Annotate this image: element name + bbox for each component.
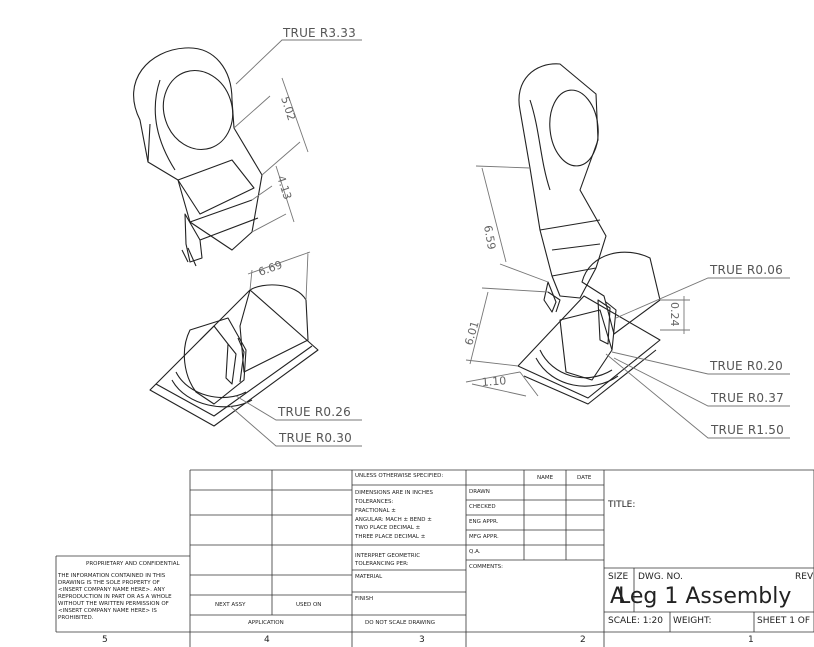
tb-drawn: DRAWN: [469, 489, 490, 495]
tb-dims-line6: THREE PLACE DECIMAL ±: [355, 534, 426, 540]
tb-size-value: A: [610, 584, 626, 609]
dim-1-10: 1.10: [481, 374, 506, 389]
tb-comments: COMMENTS:: [469, 564, 503, 570]
tb-size-label: SIZE: [608, 572, 629, 582]
dim-0-24: 0.24: [668, 302, 681, 327]
tb-proprietary-line: WITHOUT THE WRITTEN PERMISSION OF: [58, 601, 169, 607]
callout-true-r0-30: TRUE R0.30: [279, 431, 352, 445]
tb-qa: Q.A.: [469, 549, 481, 555]
tb-dims-line4: ANGULAR: MACH ± BEND ±: [355, 517, 432, 523]
tb-unless-specified: UNLESS OTHERWISE SPECIFIED:: [355, 473, 444, 479]
tb-name-col: NAME: [537, 475, 554, 481]
tb-sheet: SHEET 1 OF: [757, 616, 811, 626]
tb-application: APPLICATION: [248, 620, 284, 626]
left-foot: [149, 284, 319, 427]
tb-weight: WEIGHT:: [673, 616, 712, 626]
tb-mfg-appr: MFG APPR.: [469, 534, 499, 540]
callout-true-r1-50: TRUE R1.50: [711, 423, 784, 437]
tb-dims-line1: DIMENSIONS ARE IN INCHES: [355, 490, 433, 496]
dim-6-01: 6.01: [462, 320, 481, 347]
tb-rev-label: REV: [795, 572, 814, 582]
tb-proprietary-line: <INSERT COMPANY NAME HERE> IS: [58, 608, 157, 614]
tb-checked: CHECKED: [469, 504, 496, 510]
tb-proprietary-title: PROPRIETARY AND CONFIDENTIAL: [86, 561, 180, 567]
tb-drawing-title: Leg 1 Assembly: [618, 584, 792, 609]
tb-finish: FINISH: [355, 596, 374, 602]
right-upper-link: [518, 63, 607, 313]
tb-dims-line5: TWO PLACE DECIMAL ±: [355, 525, 421, 531]
tb-do-not-scale: DO NOT SCALE DRAWING: [365, 620, 435, 626]
tb-date-col: DATE: [577, 475, 592, 481]
tb-title-label: TITLE:: [608, 500, 636, 510]
zone-label: 5: [102, 635, 108, 645]
zone-label: 3: [419, 635, 425, 645]
tb-interpret2: TOLERANCING PER:: [355, 561, 409, 567]
tb-dwg-no-label: DWG. NO.: [638, 572, 683, 582]
tb-proprietary-line: THE INFORMATION CONTAINED IN THIS: [58, 573, 166, 579]
tb-interpret1: INTERPRET GEOMETRIC: [355, 553, 421, 559]
tb-used-on: USED ON: [296, 602, 322, 608]
callout-true-r0-06: TRUE R0.06: [710, 263, 783, 277]
zone-label: 4: [264, 635, 270, 645]
tb-proprietary-line: PROHIBITED.: [58, 615, 94, 621]
tb-dims-line3: FRACTIONAL ±: [355, 508, 396, 514]
tb-proprietary-line: <INSERT COMPANY NAME HERE>. ANY: [58, 587, 165, 593]
tb-material: MATERIAL: [355, 574, 383, 580]
tb-scale: SCALE: 1:20: [608, 616, 663, 626]
callout-true-r3-33: TRUE R3.33: [283, 26, 356, 40]
tb-proprietary-line: REPRODUCTION IN PART OR AS A WHOLE: [58, 594, 172, 600]
callout-true-r0-26: TRUE R0.26: [278, 405, 351, 419]
left-upper-link: [133, 47, 263, 267]
zone-label: 2: [580, 635, 586, 645]
tb-next-assy: NEXT ASSY: [215, 602, 246, 608]
tb-eng-appr: ENG APPR.: [469, 519, 499, 525]
dim-6-59: 6.59: [481, 224, 498, 250]
tb-proprietary-line: DRAWING IS THE SOLE PROPERTY OF: [58, 580, 160, 586]
tb-dims-line2: TOLERANCES:: [355, 499, 394, 505]
dim-4-13: 4.13: [274, 174, 294, 201]
right-foot: [517, 251, 661, 405]
callout-true-r0-37: TRUE R0.37: [711, 391, 784, 405]
zone-label: 1: [748, 635, 754, 645]
callout-true-r0-20: TRUE R0.20: [710, 359, 783, 373]
dim-5-02: 5.02: [278, 95, 298, 122]
dim-6-69-left: 6.69: [257, 258, 284, 279]
